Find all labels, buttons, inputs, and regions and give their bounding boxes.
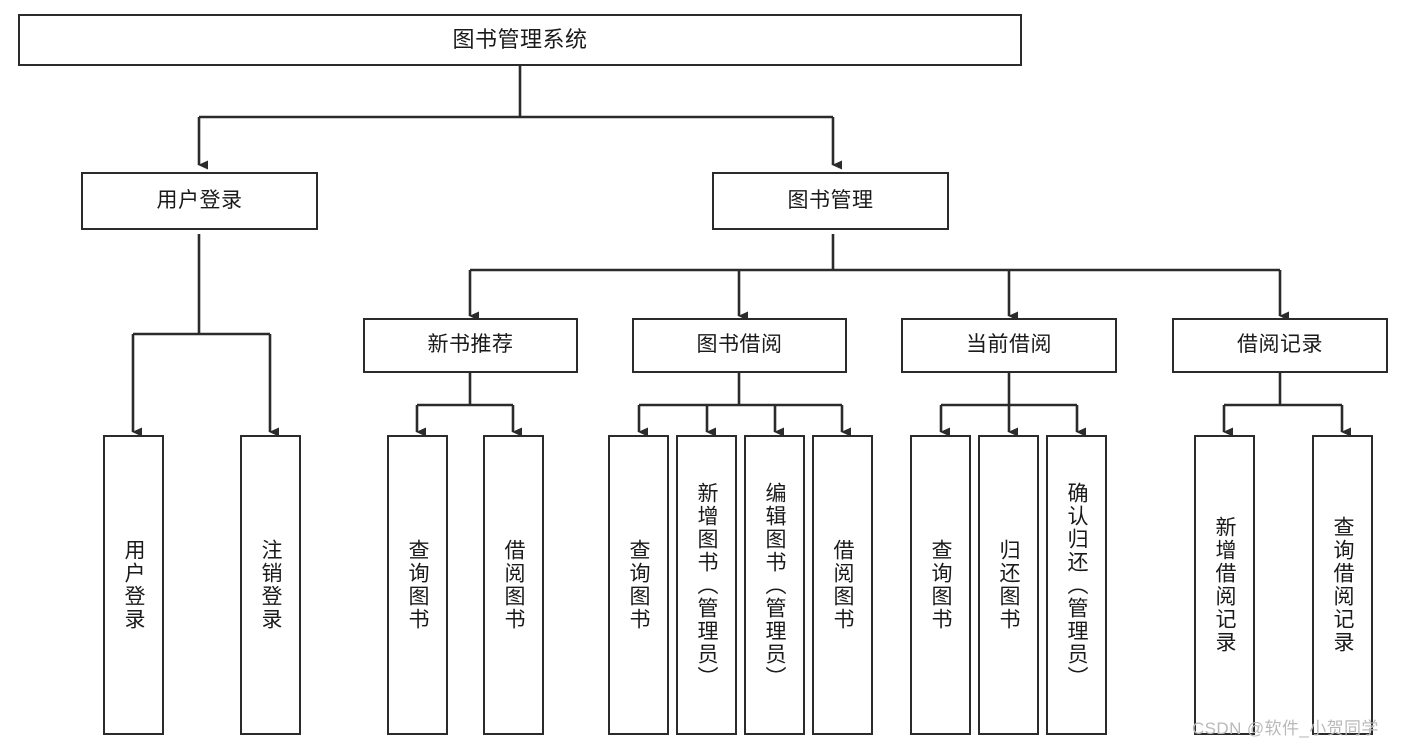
node-leaf-borrow-book[interactable]: 借阅图书	[812, 435, 873, 735]
node-leaf-user-login[interactable]: 用户登录	[103, 435, 164, 735]
node-leaf-logout-login[interactable]: 注销登录	[240, 435, 301, 735]
node-root-book-management-system[interactable]: 图书管理系统	[18, 14, 1022, 66]
node-book-borrow[interactable]: 图书借阅	[632, 318, 847, 373]
node-book-management[interactable]: 图书管理	[712, 172, 949, 230]
node-label: 归还图书	[997, 539, 1021, 631]
node-label: 当前借阅	[966, 333, 1052, 357]
node-label: 新书推荐	[427, 333, 514, 357]
node-label: 新增图书（管理员）	[695, 481, 719, 689]
node-label: 借阅图书	[831, 539, 855, 631]
node-label: 图书借阅	[696, 333, 783, 357]
node-leaf-query-book-current[interactable]: 查询图书	[910, 435, 971, 735]
node-leaf-query-book-borrow[interactable]: 查询图书	[608, 435, 669, 735]
node-label: 借阅图书	[502, 539, 526, 631]
node-leaf-add-book-admin[interactable]: 新增图书（管理员）	[676, 435, 737, 735]
node-leaf-return-book[interactable]: 归还图书	[978, 435, 1039, 735]
node-leaf-add-borrow-record[interactable]: 新增借阅记录	[1194, 435, 1255, 735]
node-label: 借阅记录	[1237, 333, 1323, 357]
node-borrow-record[interactable]: 借阅记录	[1172, 318, 1388, 373]
node-label: 查询图书	[406, 539, 430, 631]
node-leaf-confirm-return-admin[interactable]: 确认归还（管理员）	[1046, 435, 1107, 735]
node-user-login[interactable]: 用户登录	[81, 172, 318, 230]
node-label: 注销登录	[259, 539, 283, 631]
node-label: 新增借阅记录	[1213, 516, 1237, 654]
node-leaf-query-book-recommend[interactable]: 查询图书	[387, 435, 448, 735]
node-label: 查询图书	[929, 539, 953, 631]
node-label: 编辑图书（管理员）	[763, 481, 787, 689]
node-label: 用户登录	[156, 188, 243, 212]
node-label: 图书管理系统	[452, 27, 588, 53]
node-new-book-recommend[interactable]: 新书推荐	[363, 318, 578, 373]
node-label: 图书管理	[787, 188, 874, 212]
node-label: 查询借阅记录	[1331, 516, 1355, 654]
node-leaf-query-borrow-record[interactable]: 查询借阅记录	[1312, 435, 1373, 735]
node-current-borrow[interactable]: 当前借阅	[901, 318, 1117, 373]
node-leaf-edit-book-admin[interactable]: 编辑图书（管理员）	[744, 435, 805, 735]
node-label: 确认归还（管理员）	[1065, 481, 1089, 689]
node-leaf-borrow-book-recommend[interactable]: 借阅图书	[483, 435, 544, 735]
node-label: 用户登录	[122, 539, 146, 631]
node-label: 查询图书	[627, 539, 651, 631]
